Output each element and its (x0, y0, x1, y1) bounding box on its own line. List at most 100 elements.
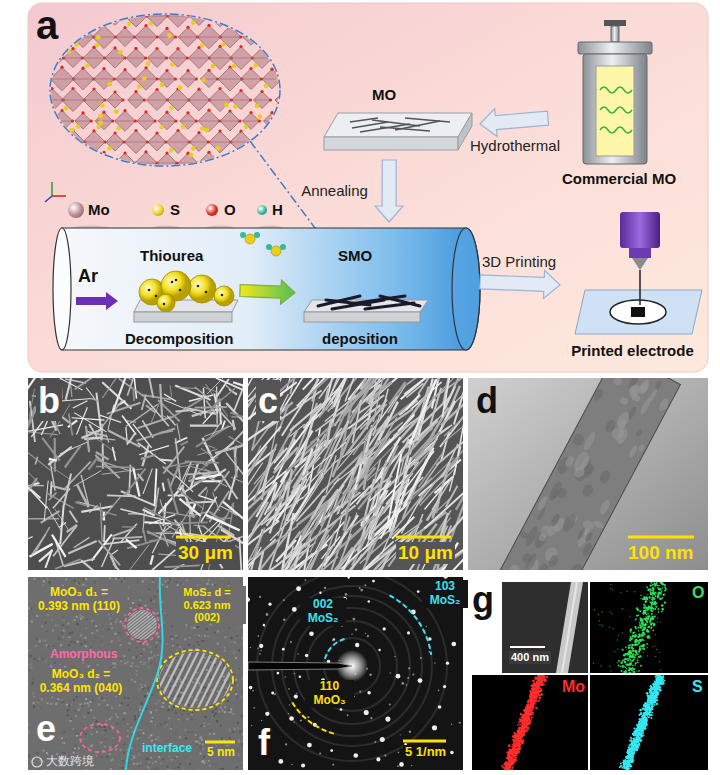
sem-image (177, 423, 181, 441)
crystal-structure (72, 35, 75, 38)
crystal-structure (188, 100, 210, 101)
sem-image (218, 526, 234, 536)
crystal-structure (134, 3, 137, 6)
sem-image (194, 479, 206, 483)
sem-image (138, 443, 166, 464)
hrtem-image (155, 724, 157, 726)
crystal-structure (144, 110, 147, 113)
hrtem-image (186, 625, 188, 627)
hrtem-image (137, 738, 139, 740)
axis-icon (51, 182, 53, 196)
hrtem-image (147, 693, 149, 695)
sem-image (113, 378, 127, 413)
hrtem-image (42, 640, 44, 642)
crystal-structure (189, 153, 194, 158)
crystal-structure (209, 89, 232, 112)
hrtem-image (122, 623, 124, 625)
sem-image (88, 457, 98, 470)
hrtem-image (151, 657, 153, 659)
hrtem-image (51, 581, 53, 583)
crystal-structure (228, 65, 231, 68)
sem-image (368, 417, 397, 466)
crystal-structure (262, 27, 282, 47)
crystal-structure (180, 113, 196, 129)
hrtem-image (130, 723, 132, 725)
sem-image (102, 469, 143, 475)
sem-image (305, 532, 322, 548)
tube-furnace (76, 292, 118, 310)
sem-image (65, 446, 81, 468)
sem-image (70, 511, 78, 523)
crystal-structure (64, 7, 82, 25)
sem-image (32, 535, 46, 556)
hrtem-image (46, 644, 48, 646)
crystal-structure (128, 100, 145, 101)
sem-image (132, 388, 135, 401)
hrtem-image (124, 662, 126, 664)
crystal-structure (58, 14, 61, 17)
crystal-structure (207, 24, 210, 27)
sem-image (42, 438, 59, 461)
hrtem-image (215, 732, 217, 734)
tem-image (576, 527, 586, 541)
mo-boat (324, 113, 472, 137)
crystal-structure (148, 49, 167, 68)
hrtem-image (29, 664, 31, 666)
hrtem-image (183, 767, 185, 769)
crystal-structure (261, 163, 283, 164)
crystal-structure (71, 163, 94, 164)
tem-image (648, 387, 659, 402)
crystal-structure (92, 87, 95, 90)
tem-image (499, 378, 681, 570)
crystal-structure (167, 33, 172, 38)
printer (610, 300, 666, 324)
hrtem-image (180, 667, 182, 669)
sem-image (216, 407, 236, 428)
hrtem-image (96, 721, 98, 723)
hrtem-image (127, 723, 129, 725)
crystal-structure (230, 58, 253, 59)
hrtem-image (110, 768, 112, 770)
crystal-structure (200, 126, 205, 131)
hrtem-image (191, 719, 193, 721)
hrtem-image (158, 756, 160, 758)
sem-image (51, 481, 52, 496)
crystal-structure (116, 37, 135, 38)
sem-image (349, 541, 394, 570)
hrtem-image (208, 579, 210, 581)
sem-image (160, 499, 165, 516)
sem-image (148, 532, 172, 534)
crystal-structure (291, 108, 294, 111)
crystal-structure (181, 124, 186, 129)
hrtem-image (165, 581, 167, 583)
axis-icon (45, 196, 52, 202)
hrtem-image (118, 632, 120, 634)
hrtem-image (206, 670, 208, 672)
tem-image (598, 498, 612, 515)
hrtem-image (86, 747, 88, 749)
crystal-structure (40, 3, 306, 175)
sem-image (170, 465, 179, 487)
crystal-structure (167, 89, 189, 111)
crystal-structure (135, 26, 158, 49)
hrtem-image (55, 624, 57, 626)
sem-image (125, 545, 149, 570)
printer (575, 290, 702, 334)
crystal-structure (218, 45, 221, 48)
hrtem-image (209, 765, 211, 767)
hrtem-image (89, 745, 91, 747)
thiourea-boat (188, 275, 216, 303)
hrtem-image (233, 652, 235, 654)
hrtem-image (44, 640, 46, 642)
sem-image (176, 536, 231, 539)
hrtem-image (64, 731, 66, 733)
hrtem-image (152, 739, 154, 741)
sem-image (59, 523, 66, 528)
crystal-structure (243, 113, 260, 130)
crystal-structure (281, 161, 284, 164)
crystal-structure (243, 37, 259, 38)
crystal-structure (216, 146, 221, 151)
sem-image (286, 476, 324, 534)
sem-image (81, 475, 89, 505)
crystal-structure (81, 25, 84, 28)
